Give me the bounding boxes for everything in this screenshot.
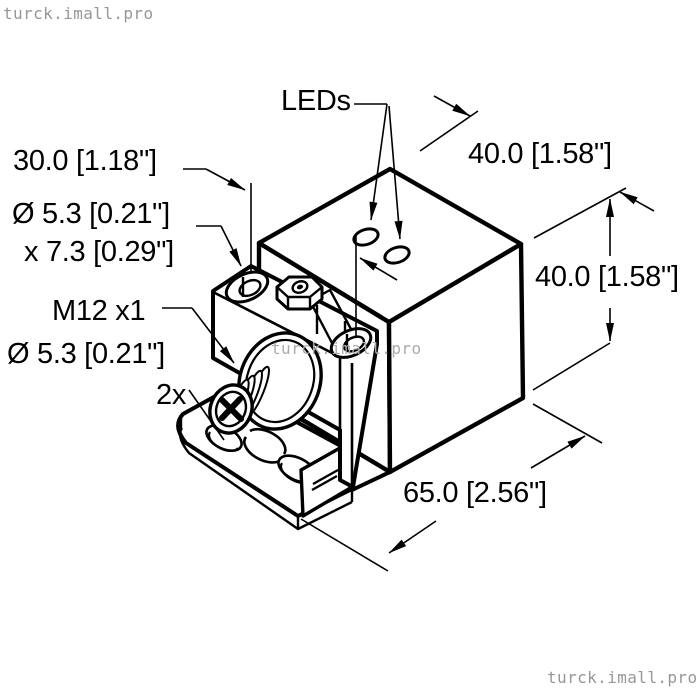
dimension-lines <box>162 95 655 572</box>
hex-nut <box>275 275 324 311</box>
watermark-bottom-right: turck.imall.pro <box>547 668 698 687</box>
flange-holes-count-label: 2x <box>156 379 187 411</box>
dim-length-label: 65.0 [2.56"] <box>403 477 547 509</box>
dim-flange-holes-label: Ø 5.3 [0.21"] <box>7 338 165 370</box>
counterbore-holes <box>224 270 373 359</box>
m12-connector <box>208 331 323 435</box>
watermark-top-left: turck.imall.pro <box>3 4 154 23</box>
dim-counterbore-label: Ø 5.3 [0.21"] <box>12 198 170 230</box>
leds-label: LEDs <box>281 85 351 117</box>
watermark-center: turck.imall.pro <box>271 339 422 358</box>
dim-hole-spacing-label: 30.0 [1.18"] <box>13 145 157 177</box>
led-indicators <box>352 227 411 265</box>
connector-key-cross <box>219 396 244 422</box>
connector-thread-label: M12 x1 <box>52 295 146 327</box>
dim-height-label: 40.0 [1.58"] <box>531 263 683 292</box>
dim-counterbore-depth-label: x 7.3 [0.29"] <box>24 236 174 268</box>
dim-width-label: 40.0 [1.58"] <box>468 138 612 170</box>
